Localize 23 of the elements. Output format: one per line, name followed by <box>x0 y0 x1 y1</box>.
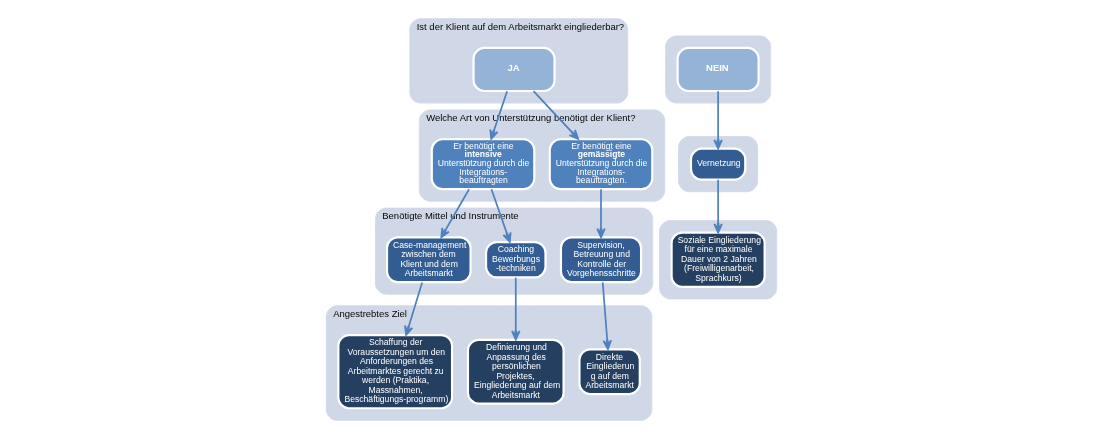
node-box: Direkte Eingliederun g auf dem Arbeitsmarkt <box>577 348 641 396</box>
node-box: Er benötigt eine gemässigte Unterstützung durch die Integrations- beauftragten. <box>548 138 653 191</box>
node-box: Soziale Eingliederung für eine maximale Dauer von 2 Jahren (Freiwilligenarbeit, Sprachkurs) <box>670 231 766 288</box>
node-box: Er benötigt eine intensive Unterstützung durch die Integrations- beauftragten <box>430 138 535 191</box>
arrow <box>532 90 579 140</box>
node-box: Case-management zwischen dem Klient und dem Arbeitsmarkt <box>385 236 472 284</box>
arrow <box>439 188 470 239</box>
node-box: NEIN <box>676 46 760 93</box>
arrow <box>712 90 723 150</box>
arrow <box>712 178 723 234</box>
node-box: Coaching Bewerbungs -techniken <box>484 241 547 279</box>
node-box: Vernetzung <box>689 147 746 181</box>
arrow <box>595 188 606 239</box>
arrow <box>601 281 612 350</box>
cluster <box>664 35 771 104</box>
arrow <box>488 90 508 140</box>
arrow <box>510 276 520 341</box>
node-box: Supervision, Betreuung und Kontrolle der Vorgehensschritte <box>559 236 642 284</box>
arrow <box>490 188 512 243</box>
node-box: Definierung und Anpassung des persönlichen Projektes, Eingliederung auf dem Arbeitsmarkt <box>466 338 565 405</box>
arrow <box>403 281 423 336</box>
node-box: JA <box>472 46 556 93</box>
node-box: Schaffung der Voraussetzungen um den Anforderungen des Arbeitmarktes gerecht zu werden (Praktika, Massnahmen, Beschäftigungs-programm) <box>336 334 453 410</box>
